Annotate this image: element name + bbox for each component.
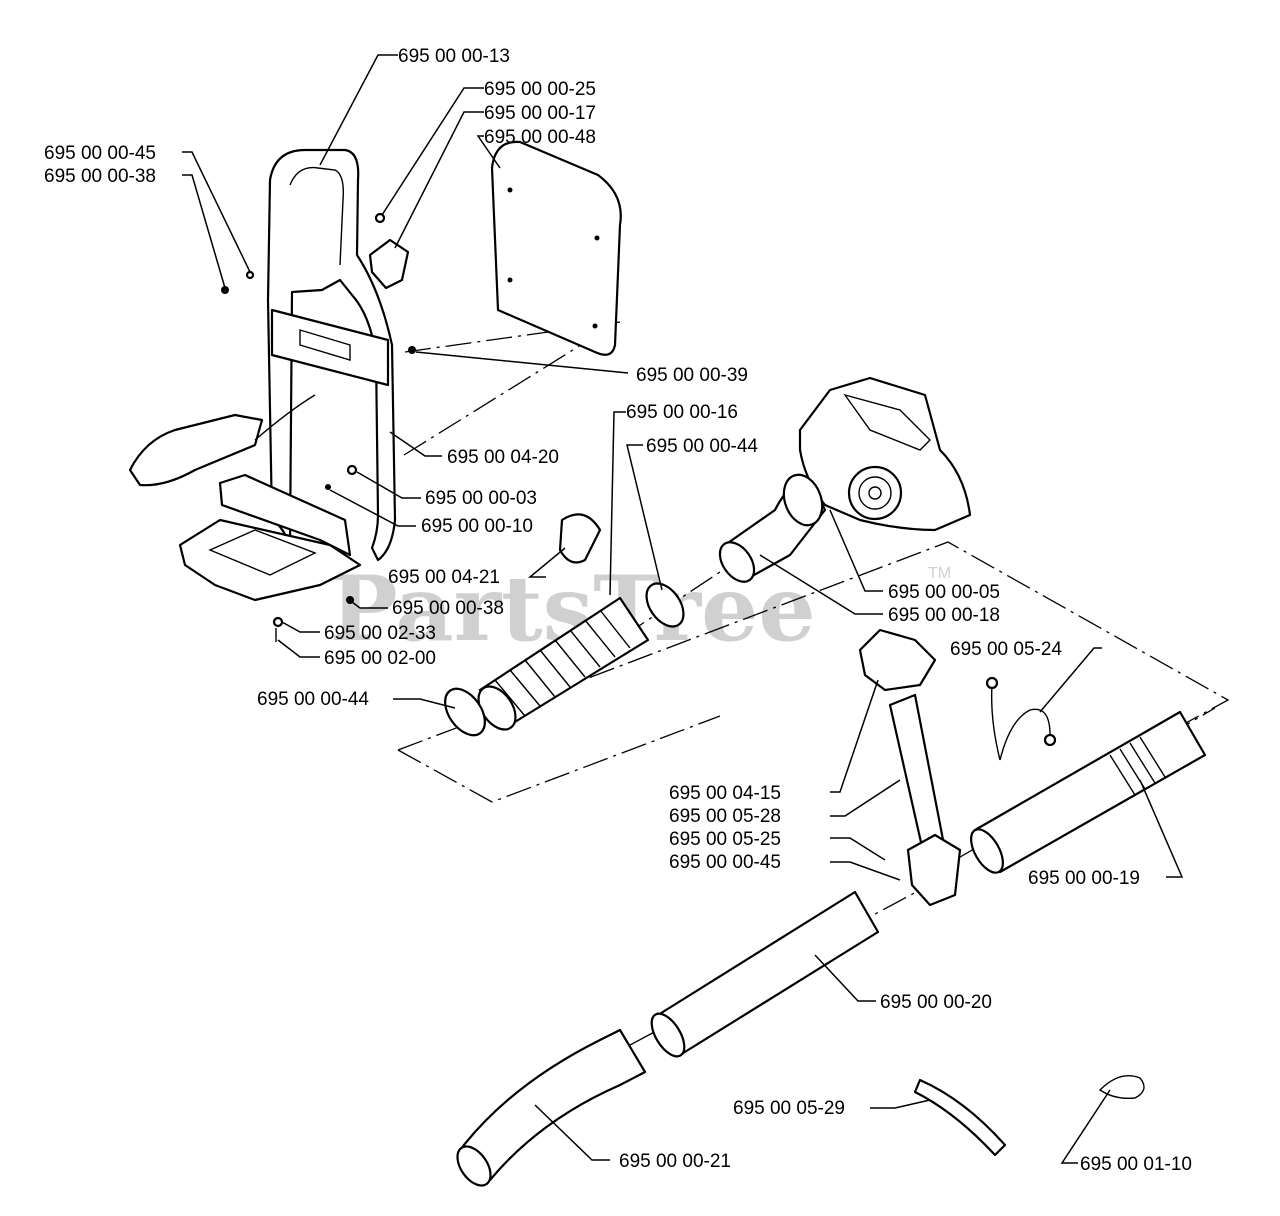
label-695-00-00-48: 695 00 00-48: [484, 127, 596, 148]
handle-swivel: [906, 833, 962, 907]
back-plate-panel: [490, 140, 622, 356]
clamp-part: [368, 238, 410, 290]
label-695-00-00-39: 695 00 00-39: [636, 365, 748, 386]
nozzle: [970, 710, 1207, 874]
throttle-handle: [858, 628, 962, 907]
frame-inner-edge: [289, 166, 345, 266]
label-695-00-05-28: 695 00 05-28: [669, 806, 781, 827]
screw-03: [346, 464, 358, 476]
hose-clamp-lower: [444, 687, 486, 737]
label-695-00-05-29: 695 00 05-29: [733, 1098, 845, 1119]
straight-tube: [650, 890, 880, 1058]
label-695-00-01-10: 695 00 01-10: [1080, 1154, 1192, 1175]
strap: [254, 394, 316, 441]
label-695-00-04-21: 695 00 04-21: [388, 567, 500, 588]
blower-outlet: [782, 473, 824, 527]
label-695-00-00-17: 695 00 00-17: [484, 103, 596, 124]
label-695-00-00-25: 695 00 00-25: [484, 79, 596, 100]
frame-crossbar-slot: [299, 329, 351, 361]
backpack-frame: [128, 148, 397, 602]
part-labels: 695 00 00-13 695 00 00-25 695 00 00-17 6…: [44, 46, 1192, 1175]
hose-group-boundary: [397, 715, 721, 803]
blower-top-vent: [843, 393, 931, 451]
nozzle-tube: [973, 710, 1207, 874]
label-695-00-04-20: 695 00 04-20: [447, 447, 559, 468]
leader-lines: [182, 54, 1184, 1164]
label-695-00-00-38-top: 695 00 00-38: [44, 166, 156, 187]
blower-group-boundary: [397, 541, 1230, 761]
label-695-00-00-44-hose: 695 00 00-44: [257, 689, 369, 710]
label-695-00-04-15: 695 00 04-15: [669, 783, 781, 804]
label-695-00-02-00: 695 00 02-00: [324, 648, 436, 669]
label-695-00-00-18: 695 00 00-18: [888, 605, 1000, 626]
washer-0233: [272, 616, 284, 628]
nut-39: [408, 346, 416, 354]
wire: [991, 684, 1051, 761]
label-695-00-00-19: 695 00 00-19: [1028, 868, 1140, 889]
back-plate: [490, 140, 622, 356]
tube-body: [656, 890, 880, 1057]
frame-base-opening: [208, 529, 317, 576]
screw-25: [374, 212, 386, 224]
label-695-00-05-24: 695 00 05-24: [950, 639, 1062, 660]
axis-line-frame: [403, 329, 606, 456]
small-parts: [913, 1075, 1145, 1157]
cable-tie-0110: [1098, 1075, 1145, 1100]
frame-base-bracket: [218, 473, 352, 557]
label-695-00-00-10: 695 00 00-10: [421, 516, 533, 537]
wire-harness: [985, 676, 1057, 761]
handle-block: [858, 628, 937, 692]
hose-assembly: [444, 513, 685, 737]
label-695-00-00-45-handle: 695 00 00-45: [669, 852, 781, 873]
hose-clamp-upper: [645, 582, 685, 628]
strap-buckle: [128, 413, 264, 487]
label-695-00-05-25: 695 00 05-25: [669, 829, 781, 850]
label-695-00-00-16: 695 00 00-16: [626, 402, 738, 423]
curved-tube-body: [458, 1028, 647, 1182]
nut-38: [221, 286, 229, 294]
label-695-00-00-05: 695 00 00-05: [888, 582, 1000, 603]
hose-clip: [558, 513, 602, 564]
screw-10: [325, 484, 331, 490]
label-695-00-00-20: 695 00 00-20: [880, 992, 992, 1013]
label-695-00-00-44-top: 695 00 00-44: [646, 436, 758, 457]
label-695-00-00-38-base: 695 00 00-38: [392, 598, 504, 619]
chain-0529: [913, 1078, 1007, 1157]
watermark-trademark: TM: [928, 565, 951, 582]
curved-tube: [456, 1028, 647, 1187]
label-695-00-00-03: 695 00 00-03: [425, 488, 537, 509]
hardware-top: [221, 212, 416, 642]
fan-grille: [847, 465, 903, 521]
label-695-00-00-21: 695 00 00-21: [619, 1151, 731, 1172]
frame-tube: [266, 148, 397, 562]
label-695-00-00-13: 695 00 00-13: [398, 46, 510, 67]
label-695-00-02-33: 695 00 02-33: [324, 623, 436, 644]
washer-45: [245, 270, 255, 280]
elbow-end: [718, 541, 756, 583]
frame-crossbar: [270, 308, 390, 387]
frame-base: [178, 518, 362, 602]
label-695-00-00-45-top: 695 00 00-45: [44, 143, 156, 164]
blower-housing: [782, 376, 972, 532]
